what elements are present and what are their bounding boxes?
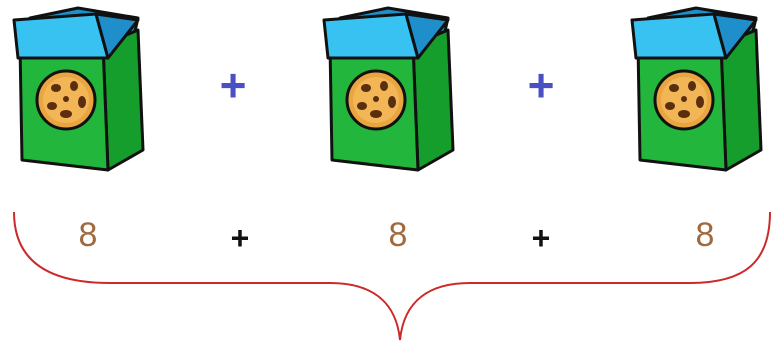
plus-sign: + [531, 220, 551, 256]
count-label: 8 [78, 216, 98, 254]
cookie-box-icon [318, 0, 458, 175]
count-label: 8 [388, 216, 408, 254]
cookie-box-icon [8, 0, 148, 175]
plus-sign: + [527, 59, 555, 111]
cookie-box-icon [626, 0, 766, 175]
plus-sign: + [230, 220, 250, 256]
count-label: 8 [695, 216, 715, 254]
plus-sign: + [219, 59, 247, 111]
